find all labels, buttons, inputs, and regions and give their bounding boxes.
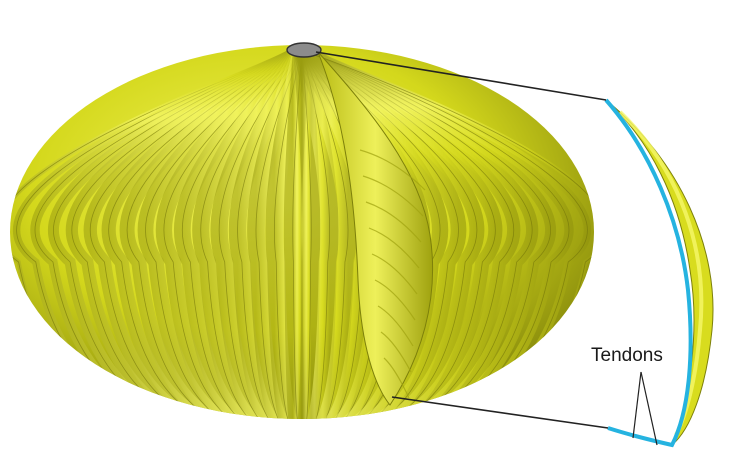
leader-line-bottom (392, 397, 608, 428)
extracted-gore (606, 100, 713, 445)
tendons-label: Tendons (591, 346, 663, 365)
tendon-pointer-1 (633, 372, 641, 438)
tendon-pointer-2 (641, 372, 657, 445)
end-fitting (287, 43, 321, 57)
